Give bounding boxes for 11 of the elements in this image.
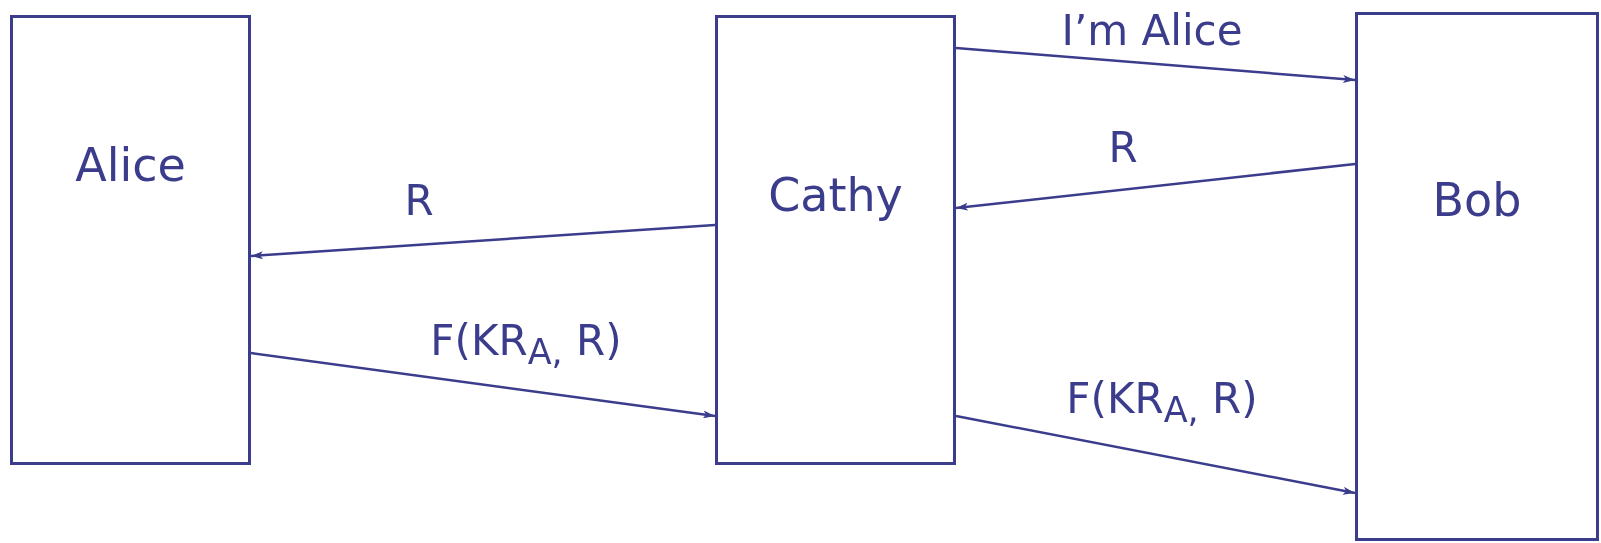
arrow xyxy=(955,414,1356,495)
participant-name: Cathy xyxy=(768,168,903,222)
participant-box xyxy=(715,15,956,465)
arrow xyxy=(250,351,716,419)
participant-name: Alice xyxy=(75,138,186,192)
participant-box xyxy=(1355,12,1599,541)
arrow xyxy=(250,223,716,260)
participant-name: Bob xyxy=(1432,173,1522,227)
participant-box xyxy=(10,15,251,465)
arrow xyxy=(955,46,1356,84)
arrow xyxy=(955,162,1356,211)
